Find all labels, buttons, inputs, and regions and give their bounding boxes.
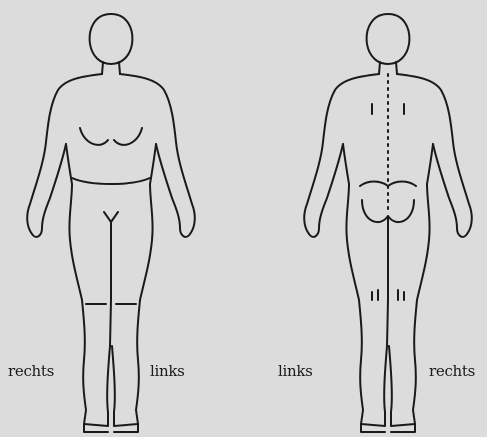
front-right-side-label: rechts	[8, 362, 54, 380]
back-left-side-label: links	[278, 362, 313, 380]
front-left-side-label: links	[150, 362, 185, 380]
back-right-side-label: rechts	[429, 362, 475, 380]
